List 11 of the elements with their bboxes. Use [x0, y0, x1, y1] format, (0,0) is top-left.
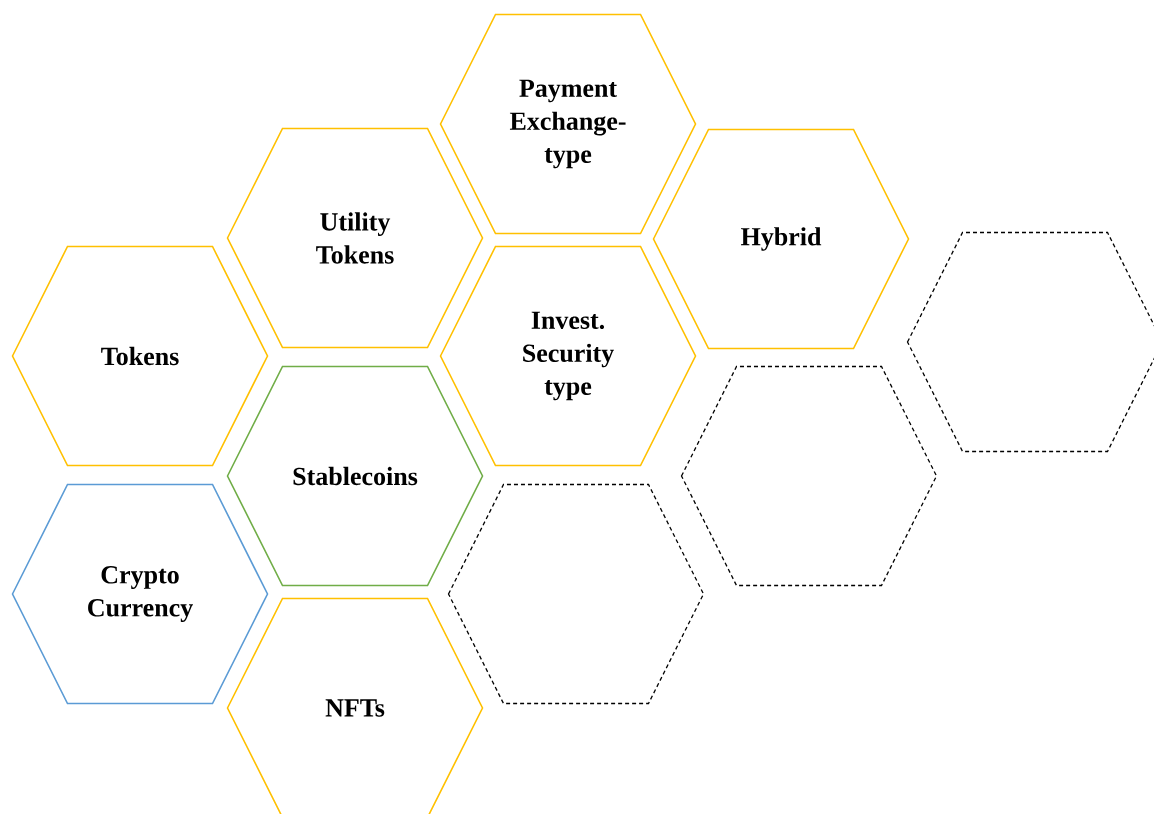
- hexagon: Hybrid: [652, 128, 910, 350]
- hexagon: Tokens: [11, 245, 269, 467]
- hexagon: Stablecoins: [226, 365, 484, 587]
- hexagon: Crypto Currency: [11, 483, 269, 705]
- empty-hexagon: [680, 365, 938, 587]
- hexagon: Payment Exchange-type: [439, 13, 697, 235]
- empty-hexagon: [447, 483, 705, 705]
- empty-hexagon: [906, 231, 1154, 453]
- hexagon: Invest. Security type: [439, 245, 697, 467]
- hexagon: NFTs: [226, 597, 484, 814]
- hexagon: Utility Tokens: [226, 127, 484, 349]
